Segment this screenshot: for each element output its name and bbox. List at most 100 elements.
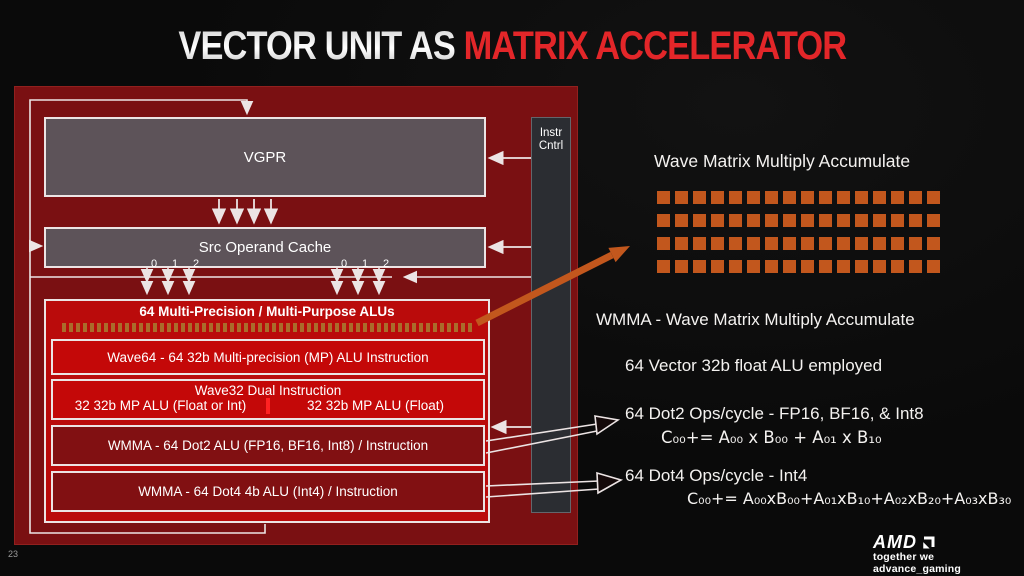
grid-square [927,237,940,250]
dot2-formula: C₀₀+= A₀₀ x B₀₀ + A₀₁ x B₁₀ [661,428,882,447]
grid-square [837,191,850,204]
wave32-right-label: 32 32b MP ALU (Float) [306,398,445,413]
title-highlight: MATRIX ACCELERATOR [463,24,847,68]
amd-tagline: together we advance_gaming [873,551,961,575]
grid-square [909,191,922,204]
port-label-2b: 2 [383,258,390,270]
grid-square [783,260,796,273]
grid-square [783,214,796,227]
grid-square [693,214,706,227]
wave32-divider [266,398,270,414]
wmma-definition-line: WMMA - Wave Matrix Multiply Accumulate [596,310,915,329]
grid-square [765,191,778,204]
wave32-box: Wave32 Dual Instruction 32 32b MP ALU (F… [51,379,485,420]
grid-square [675,237,688,250]
grid-square [909,237,922,250]
dot4-ops-line: 64 Dot4 Ops/cycle - Int4 [625,466,808,485]
grid-square [891,214,904,227]
grid-square [675,214,688,227]
grid-square [801,237,814,250]
grid-square [873,214,886,227]
port-label-1b: 1 [362,258,369,270]
wmma-dot4-box: WMMA - 64 Dot4 4b ALU (Int4) / Instructi… [51,471,485,512]
port-label-0: 0 [151,258,158,270]
grid-square [855,237,868,250]
callout-head [596,471,624,495]
grid-square [855,260,868,273]
page-title: VECTOR UNIT AS MATRIX ACCELERATOR [178,24,847,69]
grid-square [891,237,904,250]
grid-square [711,191,724,204]
grid-square [747,214,760,227]
grid-square [855,191,868,204]
port-label-2: 2 [193,258,200,270]
grid-square [783,237,796,250]
grid-square [657,260,670,273]
grid-square [711,237,724,250]
grid-square [675,260,688,273]
grid-square [675,191,688,204]
grid-square [909,214,922,227]
grid-square [693,191,706,204]
vgpr-box: VGPR [44,117,486,197]
grid-square [729,237,742,250]
grid-square [693,237,706,250]
grid-square [783,191,796,204]
vector-alu-line: 64 Vector 32b float ALU employed [625,356,883,375]
alu-header: 64 Multi-Precision / Multi-Purpose ALUs [139,304,395,319]
callout-head [594,415,621,436]
amd-logo: AMD [873,532,936,553]
grid-square [819,214,832,227]
grid-square [837,260,850,273]
grid-square [747,237,760,250]
wmma-dot2-box: WMMA - 64 Dot2 ALU (FP16, BF16, Int8) / … [51,425,485,466]
grid-square [873,191,886,204]
dot2-ops-line: 64 Dot2 Ops/cycle - FP16, BF16, & Int8 [625,404,924,423]
wmma-dot2-label: WMMA - 64 Dot2 ALU (FP16, BF16, Int8) / … [107,438,429,453]
grid-square [837,214,850,227]
grid-square [855,214,868,227]
alu-container: 64 Multi-Precision / Multi-Purpose ALUs … [44,299,490,523]
grid-square [801,214,814,227]
title-bar: VECTOR UNIT AS MATRIX ACCELERATOR [0,24,1024,69]
grid-square [765,260,778,273]
grid-square [927,260,940,273]
grid-square [765,237,778,250]
wave32-title: Wave32 Dual Instruction [194,383,342,398]
dot4-formula: C₀₀+= A₀₀xB₀₀+A₀₁xB₁₀+A₀₂xB₂₀+A₀₃xB₃₀ [687,489,1012,508]
grid-square [801,191,814,204]
wave64-label: Wave64 - 64 32b Multi-precision (MP) ALU… [107,349,429,365]
grid-square [657,191,670,204]
grid-square [747,260,760,273]
grid-square [819,237,832,250]
instr-cntrl-label: Instr Cntrl [538,127,564,153]
grid-square [729,214,742,227]
grid-square [801,260,814,273]
grid-square [837,237,850,250]
wave64-box: Wave64 - 64 32b Multi-precision (MP) ALU… [51,339,485,375]
src-operand-cache-label: Src Operand Cache [198,239,332,256]
grid-square [711,260,724,273]
wmma-dot4-label: WMMA - 64 Dot4 4b ALU (Int4) / Instructi… [138,484,398,499]
port-label-1: 1 [172,258,179,270]
orange-arrow-head [608,246,630,263]
wave32-left-label: 32 32b MP ALU (Float or Int) [74,398,247,413]
grid-square [729,191,742,204]
wmma-heading: Wave Matrix Multiply Accumulate [654,151,911,171]
grid-square [819,260,832,273]
grid-square [657,237,670,250]
grid-square [873,237,886,250]
grid-square [891,191,904,204]
grid-square [909,260,922,273]
grid-square [747,191,760,204]
alu-lanes-strip [62,323,474,332]
title-prefix: VECTOR UNIT AS [178,24,464,68]
amd-wordmark: AMD [873,532,917,552]
grid-square [927,191,940,204]
src-operand-cache-box: Src Operand Cache [44,227,486,268]
page-number: 23 [8,549,19,559]
grid-square [765,214,778,227]
grid-square [819,191,832,204]
grid-square [729,260,742,273]
